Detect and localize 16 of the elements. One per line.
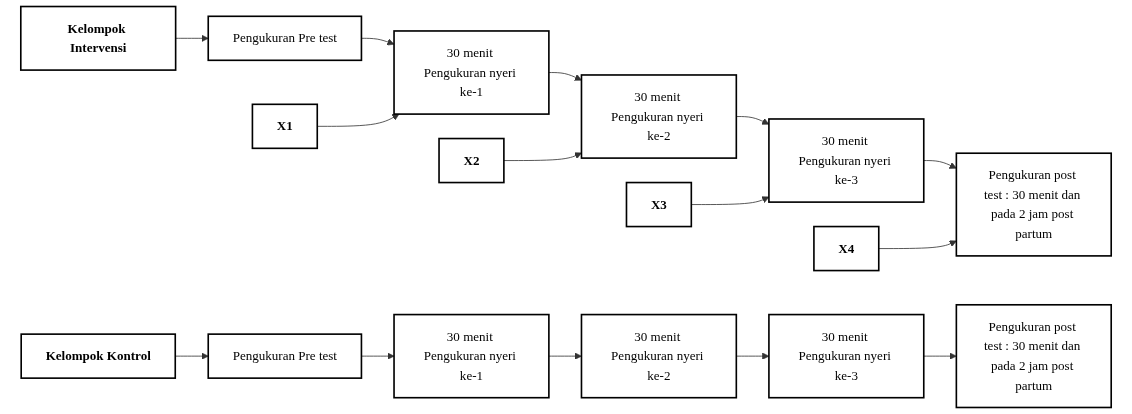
node-box: Pengukuran post test : 30 menit dan pada 2 jam post partum [955, 152, 1112, 257]
node-box: X2 [438, 137, 505, 184]
node-box: Pengukuran Pre test [207, 15, 363, 62]
node-box: 30 menit Pengukuran nyeri ke-3 [768, 313, 925, 399]
node-box: X4 [813, 225, 880, 272]
node-box: 30 menit Pengukuran nyeri ke-3 [768, 118, 925, 203]
node-box: 30 menit Pengukuran nyeri ke-1 [393, 313, 550, 399]
node-box: 30 menit Pengukuran nyeri ke-2 [580, 313, 738, 399]
node-box: X1 [251, 103, 319, 150]
node-box: Pengukuran post test : 30 menit dan pada 2 jam post partum [955, 304, 1112, 409]
node-box: Kelompok Intervensi [20, 5, 177, 71]
node-box: 30 menit Pengukuran nyeri ke-1 [393, 30, 550, 115]
node-box: Kelompok Kontrol [20, 333, 177, 379]
node-box: 30 menit Pengukuran nyeri ke-2 [580, 74, 738, 159]
node-box: X3 [625, 181, 693, 228]
node-box: Pengukuran Pre test [207, 333, 363, 379]
